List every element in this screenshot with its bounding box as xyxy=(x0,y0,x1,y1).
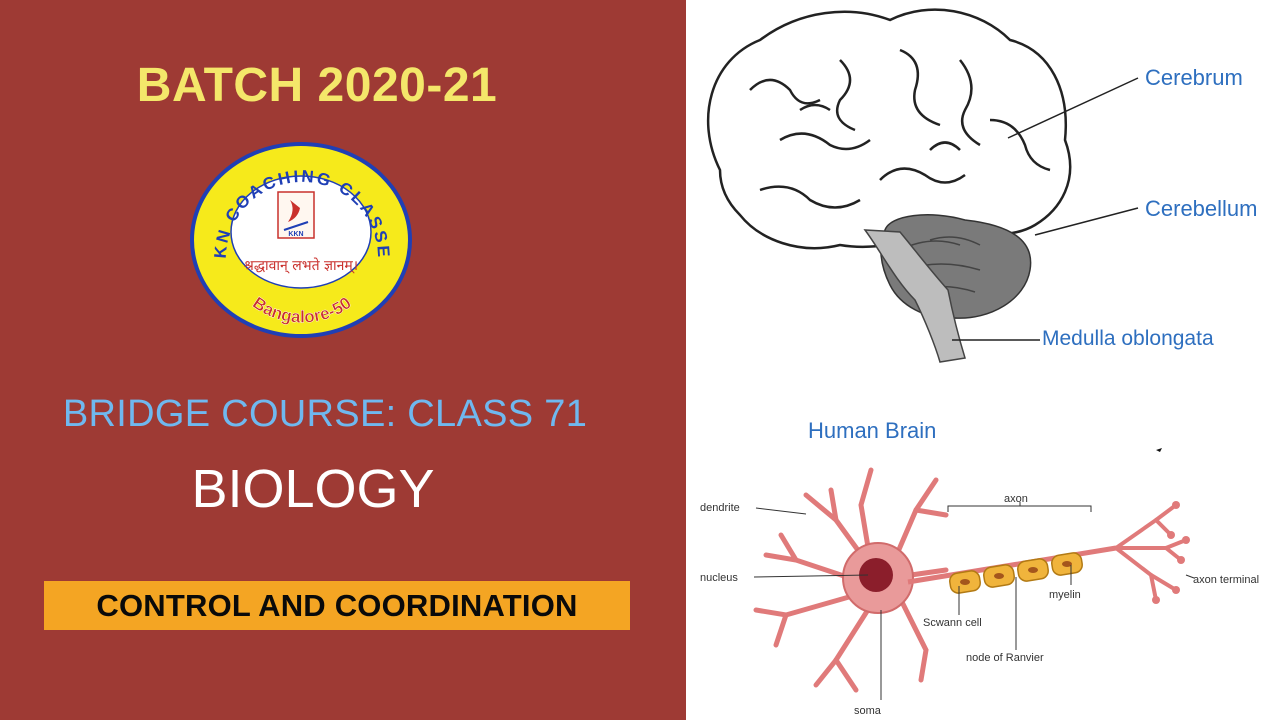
neuron-dendrites xyxy=(753,467,949,693)
course-title: BRIDGE COURSE: CLASS 71 xyxy=(62,393,588,435)
leader-lines xyxy=(952,77,1139,341)
label-nucleus: nucleus xyxy=(700,572,738,584)
label-schwann-cell: Scwann cell xyxy=(923,617,982,629)
label-cerebrum: Cerebrum xyxy=(1145,65,1243,90)
neuron-axon xyxy=(907,545,1117,585)
label-soma: soma xyxy=(854,705,882,717)
batch-title: BATCH 2020-21 xyxy=(136,59,498,112)
label-node-of-ranvier: node of Ranvier xyxy=(966,652,1044,664)
cerebrum-shape xyxy=(707,8,1072,250)
stray-mark xyxy=(1156,448,1162,452)
brain-stem-shape xyxy=(863,229,966,363)
label-myelin: myelin xyxy=(1049,589,1081,601)
logo-emblem-icon: KKN xyxy=(277,191,315,239)
subject-title: BIOLOGY xyxy=(191,459,435,519)
logo-motto: श्रद्धावान् लभते ज्ञानम्। xyxy=(244,257,358,274)
svg-text:KKN: KKN xyxy=(288,231,303,238)
label-axon-terminal: axon terminal xyxy=(1193,574,1259,586)
brain-caption: Human Brain xyxy=(808,418,936,443)
axon-terminal-branches xyxy=(1114,503,1188,602)
terminal-knobs xyxy=(1152,501,1190,604)
label-medulla: Medulla oblongata xyxy=(1042,327,1214,350)
neuron-leader-lines xyxy=(753,502,1195,700)
label-dendrite: dendrite xyxy=(700,502,740,514)
label-axon: axon xyxy=(1004,493,1028,505)
label-cerebellum: Cerebellum xyxy=(1145,196,1258,221)
left-title-panel: BATCH 2020-21 KKN COACHING CLASSES KKN श… xyxy=(0,0,686,720)
neuron-diagram: Human Brain xyxy=(686,410,1280,720)
brain-diagram: Cerebrum Cerebellum Medulla oblongata xyxy=(690,0,1280,400)
neuron-nucleus xyxy=(859,558,893,592)
topic-banner: CONTROL AND COORDINATION xyxy=(44,581,630,630)
schwann-nuclei xyxy=(960,561,1072,585)
kkn-logo: KKN COACHING CLASSES KKN श्रद्धावान् लभत… xyxy=(188,140,412,338)
